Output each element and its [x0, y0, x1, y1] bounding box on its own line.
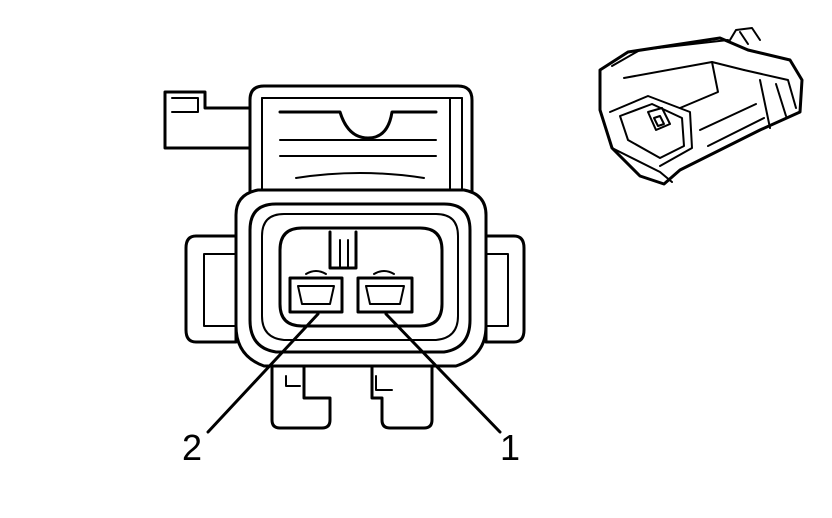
center-key	[328, 230, 358, 270]
connector-face-view	[163, 84, 526, 430]
terminal-2	[288, 270, 344, 314]
left-ear	[184, 234, 238, 344]
connector-isometric-view	[598, 27, 804, 186]
right-ear	[484, 234, 526, 344]
pin-label-1: 1	[500, 427, 520, 468]
bottom-foot-left	[270, 364, 332, 430]
latch-tab	[163, 90, 252, 150]
bottom-foot-right	[370, 364, 434, 430]
leader-line-1	[384, 312, 502, 434]
upper-housing	[248, 84, 474, 212]
pin-label-2: 2	[182, 427, 202, 468]
leader-line-2	[206, 312, 320, 434]
terminal-1	[356, 270, 414, 314]
